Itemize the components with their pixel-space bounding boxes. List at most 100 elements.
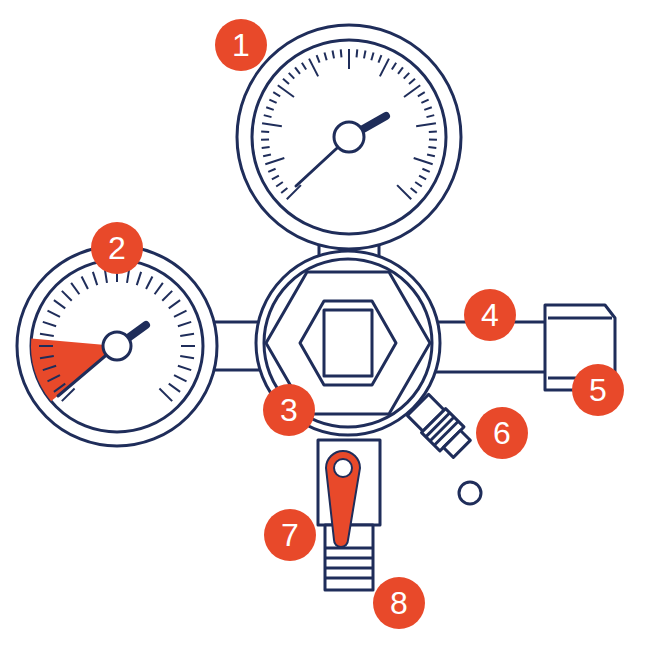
tick xyxy=(273,92,280,96)
tick xyxy=(371,52,373,60)
tick xyxy=(429,130,437,133)
tick xyxy=(424,107,432,110)
tick xyxy=(262,123,282,126)
tick xyxy=(261,139,269,141)
tick xyxy=(302,63,306,70)
tick xyxy=(397,185,411,199)
tick xyxy=(40,334,54,336)
tick xyxy=(418,92,425,96)
tick xyxy=(181,345,195,347)
tick xyxy=(281,188,287,193)
callout-number: 5 xyxy=(572,364,624,416)
tick xyxy=(82,277,88,289)
callout-text: 4 xyxy=(481,299,499,331)
callout-text: 8 xyxy=(390,587,408,619)
tick xyxy=(43,366,56,370)
tick xyxy=(317,55,320,62)
callout-number: 6 xyxy=(476,407,528,459)
callout-text: 3 xyxy=(280,394,298,426)
tick xyxy=(415,182,422,186)
callout-number: 4 xyxy=(464,289,516,341)
tick xyxy=(48,311,60,317)
tick xyxy=(427,154,435,156)
tick xyxy=(419,176,426,180)
tick xyxy=(265,158,284,164)
high-pressure-gauge xyxy=(237,25,461,249)
tick xyxy=(180,334,194,336)
low-pressure-gauge xyxy=(17,246,217,446)
relief-ring xyxy=(459,482,481,504)
tick xyxy=(174,375,186,381)
tick xyxy=(54,300,65,308)
tick xyxy=(364,51,365,59)
valve-lever xyxy=(326,451,360,547)
tick xyxy=(178,322,191,326)
tick xyxy=(40,356,54,358)
gauge-ticks xyxy=(39,49,437,401)
tick xyxy=(159,388,172,401)
tick xyxy=(324,52,326,60)
tick xyxy=(411,188,417,193)
tick xyxy=(398,67,403,73)
tick xyxy=(414,158,433,164)
tick xyxy=(43,322,56,326)
tick xyxy=(146,277,152,289)
tick xyxy=(268,169,275,172)
tick xyxy=(380,59,389,77)
callout-number: 7 xyxy=(264,509,316,561)
tick xyxy=(174,311,186,317)
tick xyxy=(262,147,270,148)
tick xyxy=(309,59,318,77)
tick xyxy=(162,291,172,301)
tick xyxy=(426,115,434,117)
tick xyxy=(283,79,289,84)
callout-number: 2 xyxy=(91,222,143,274)
tick xyxy=(429,139,437,141)
callout-text: 1 xyxy=(232,29,250,61)
tick xyxy=(62,291,72,301)
tick xyxy=(264,115,272,117)
tick xyxy=(278,85,294,97)
callout-number: 1 xyxy=(215,19,267,71)
tick xyxy=(269,100,276,103)
tick xyxy=(48,375,60,381)
tick xyxy=(348,49,350,69)
tick xyxy=(392,63,396,70)
tick xyxy=(180,356,194,358)
tick xyxy=(428,147,436,148)
tick xyxy=(261,130,269,133)
tick xyxy=(71,283,79,294)
tick xyxy=(263,154,271,156)
tick xyxy=(178,366,191,370)
callout-text: 6 xyxy=(493,417,511,449)
tick xyxy=(295,67,300,73)
tick xyxy=(169,300,180,308)
callout-number: 8 xyxy=(373,577,425,629)
callout-text: 5 xyxy=(589,374,607,406)
tick xyxy=(409,79,415,84)
tick xyxy=(287,185,301,199)
tick xyxy=(421,100,428,103)
needles xyxy=(58,116,386,396)
callout-number: 3 xyxy=(263,384,315,436)
regulator-body xyxy=(17,25,615,590)
tick xyxy=(169,384,180,392)
tick xyxy=(422,169,429,172)
callout-text: 7 xyxy=(281,519,299,551)
tick xyxy=(289,73,294,79)
callout-text: 2 xyxy=(108,232,126,264)
tick xyxy=(333,51,334,59)
tick xyxy=(340,49,343,57)
tick xyxy=(93,272,97,285)
tick xyxy=(404,73,409,79)
adjust-bolt xyxy=(300,301,396,385)
tick xyxy=(266,107,274,110)
tick xyxy=(378,55,381,62)
body-ring xyxy=(256,251,440,435)
tick xyxy=(416,123,436,126)
tick xyxy=(356,49,359,57)
tick xyxy=(276,182,283,186)
tick xyxy=(137,272,141,285)
tick xyxy=(39,345,53,347)
